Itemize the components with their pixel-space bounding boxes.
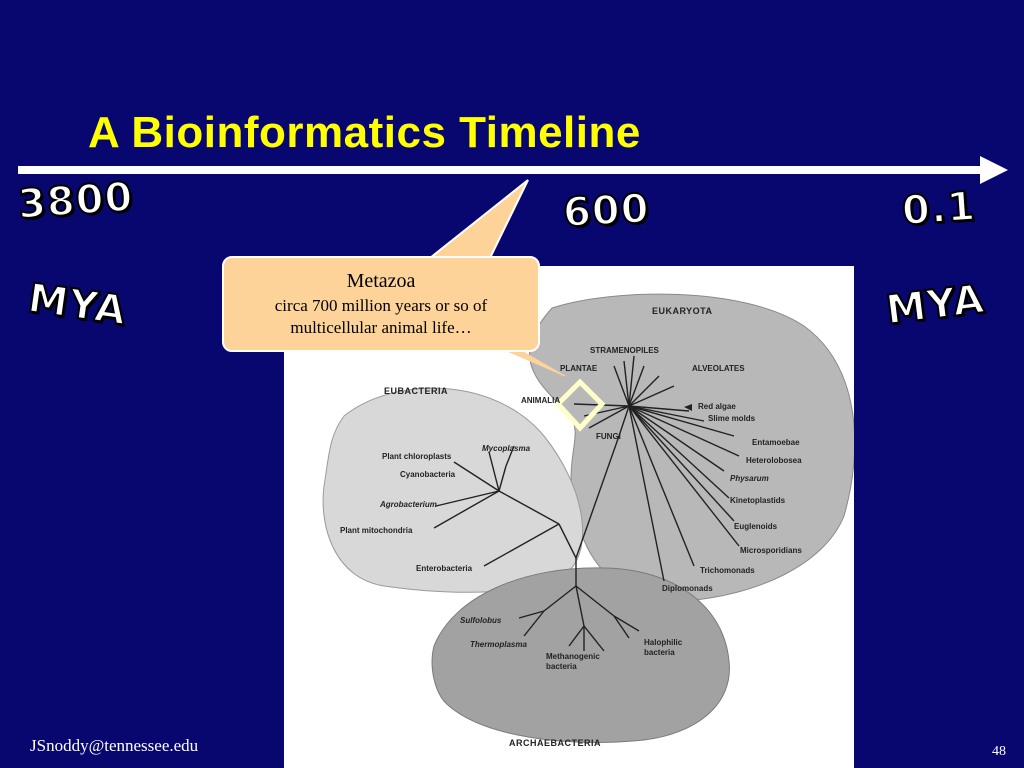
footer-email: JSnoddy@tennessee.edu [30, 736, 199, 755]
label-cyanobacteria: Cyanobacteria [400, 470, 456, 479]
label-red-algae: Red algae [698, 402, 736, 411]
label-kinetoplastids: Kinetoplastids [730, 496, 786, 505]
label-stramenopiles: STRAMENOPILES [590, 346, 659, 355]
slide-title: A Bioinformatics Timeline [88, 108, 641, 157]
metazoa-callout: Metazoa circa 700 million years or so of… [222, 256, 540, 352]
label-archaebacteria: ARCHAEBACTERIA [509, 738, 601, 748]
label-enterobacteria: Enterobacteria [416, 564, 473, 573]
label-plantae: PLANTAE [560, 364, 598, 373]
label-animalia: ANIMALIA [521, 396, 561, 405]
label-microsporidians: Microsporidians [740, 546, 802, 555]
page-number: 48 [992, 744, 1006, 759]
label-sulfolobus: Sulfolobus [460, 616, 502, 625]
label-trichomonads: Trichomonads [700, 566, 755, 575]
label-plant-chloroplasts: Plant chloroplasts [382, 452, 452, 461]
label-mycoplasma: Mycoplasma [482, 444, 531, 453]
label-slime-molds: Slime molds [708, 414, 756, 423]
archaebacteria-region [431, 567, 730, 743]
tree-drawing [322, 293, 854, 743]
callout-text-line1: circa 700 million years or so of [274, 296, 488, 315]
label-thermoplasma: Thermoplasma [470, 640, 527, 649]
label-alveolates: ALVEOLATES [692, 364, 745, 373]
label-euglenoids: Euglenoids [734, 522, 778, 531]
label-methanogenic: Methanogenic [546, 652, 600, 661]
callout-text-line2: multicellular animal life… [290, 318, 472, 337]
label-eukaryota: EUKARYOTA [652, 306, 713, 316]
timeline-arrow [18, 156, 1008, 184]
label-halophilic-bacteria: bacteria [644, 648, 675, 657]
label-eubacteria: EUBACTERIA [384, 386, 449, 396]
callout-title: Metazoa [346, 270, 416, 292]
label-halophilic: Halophilic [644, 638, 683, 647]
label-physarum: Physarum [730, 474, 769, 483]
label-diplomonads: Diplomonads [662, 584, 713, 593]
label-heterolobosea: Heterolobosea [746, 456, 802, 465]
animalia-marker [554, 378, 606, 432]
label-methanogenic-bacteria: bacteria [546, 662, 577, 671]
label-entamoebae: Entamoebae [752, 438, 800, 447]
label-agrobacterium: Agrobacterium [380, 500, 437, 509]
label-plant-mitochondria: Plant mitochondria [340, 526, 413, 535]
label-fungi: FUNGI [596, 432, 621, 441]
